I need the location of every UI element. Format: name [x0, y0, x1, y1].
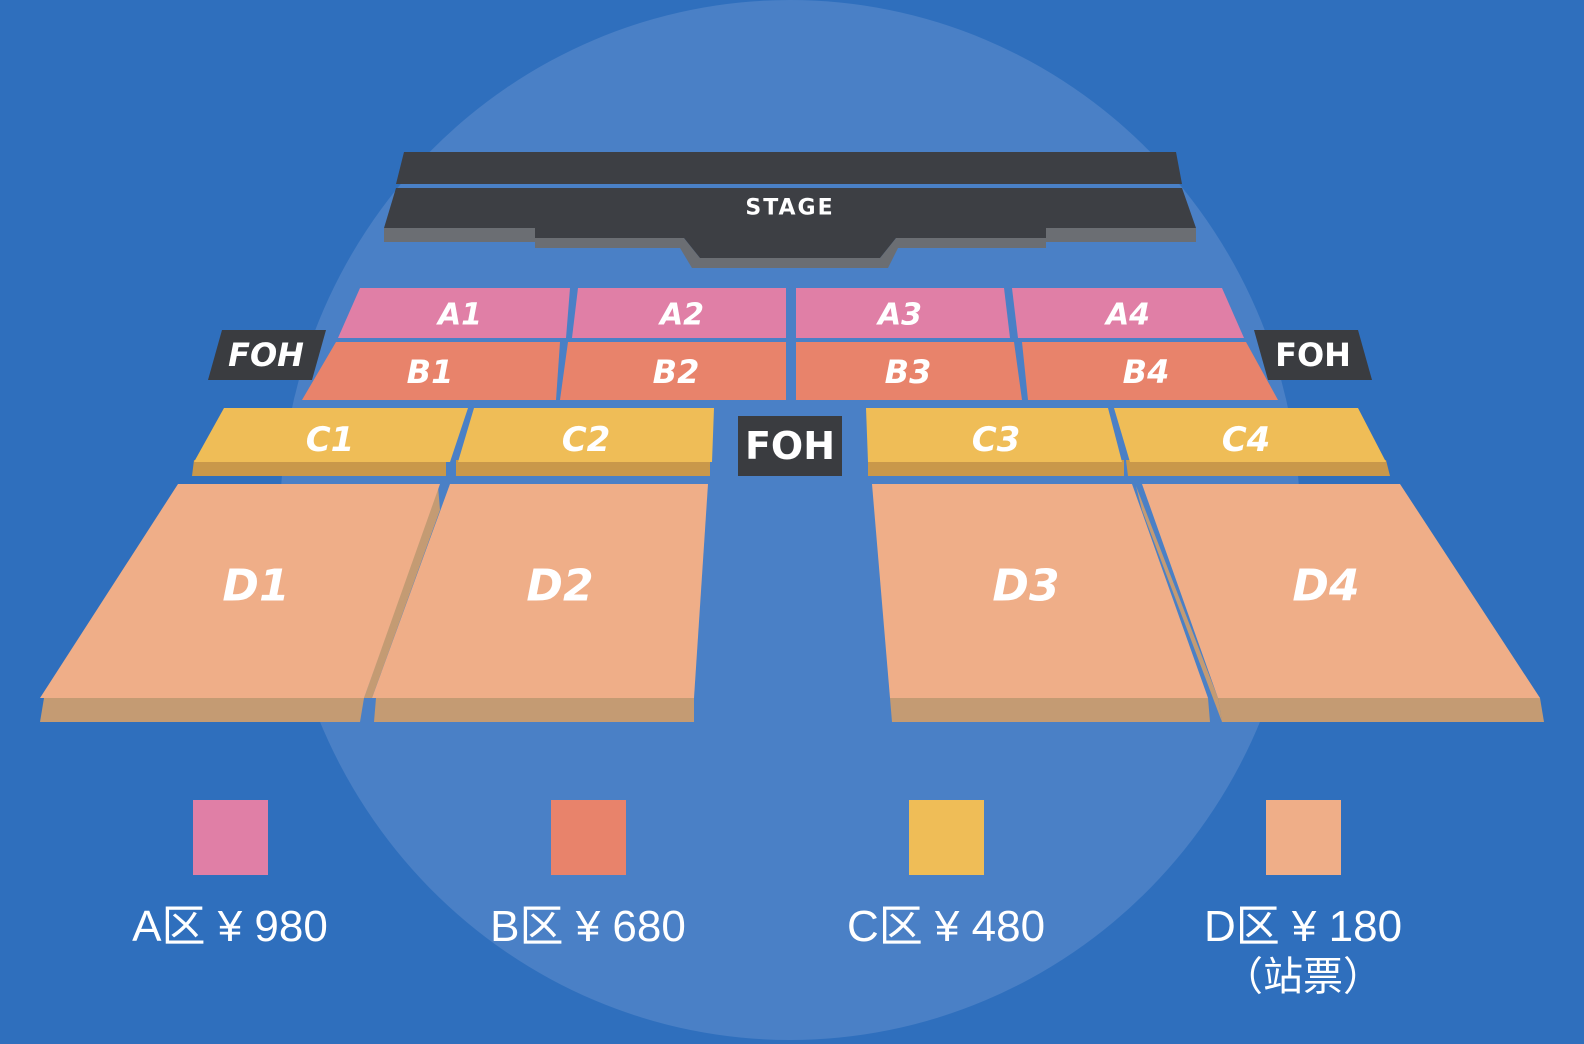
section-a1-label: A1: [436, 298, 482, 333]
foh-left-label: FOH: [228, 336, 304, 374]
section-c1[interactable]: C1: [192, 408, 468, 476]
foh-center: FOH: [738, 416, 842, 476]
section-a3[interactable]: A3: [796, 288, 1010, 338]
section-d3-label: D3: [992, 561, 1059, 612]
section-b3-label: B3: [885, 353, 932, 391]
section-b4-label: B4: [1123, 353, 1170, 391]
section-b2-label: B2: [653, 353, 700, 391]
section-c2[interactable]: C2: [456, 408, 714, 476]
section-c1-label: C1: [306, 420, 355, 460]
section-c3[interactable]: C3: [866, 408, 1124, 476]
section-c3-label: C3: [972, 420, 1021, 460]
foh-center-label: FOH: [745, 424, 835, 468]
section-d1-label: D1: [222, 561, 289, 612]
stage-label: STAGE: [745, 196, 834, 221]
section-b2[interactable]: B2: [560, 342, 786, 400]
section-c4[interactable]: C4: [1114, 408, 1390, 476]
foh-right: FOH: [1254, 330, 1372, 380]
stage: STAGE: [384, 152, 1196, 268]
foh-left: FOH: [208, 330, 326, 380]
section-a2-label: A2: [658, 298, 704, 333]
venue-halo: [280, 0, 1300, 1040]
section-b1-label: B1: [407, 353, 454, 391]
section-d2[interactable]: D2: [372, 484, 708, 722]
section-b4[interactable]: B4: [1022, 342, 1278, 400]
section-d1[interactable]: D1: [40, 484, 440, 722]
foh-right-label: FOH: [1275, 336, 1351, 374]
section-c2-label: C2: [562, 420, 611, 460]
section-d2-label: D2: [526, 561, 593, 612]
section-a4-label: A4: [1104, 298, 1150, 333]
section-b3[interactable]: B3: [796, 342, 1022, 400]
section-a2[interactable]: A2: [572, 288, 786, 338]
section-b1[interactable]: B1: [302, 342, 560, 400]
section-d4-label: D4: [1292, 561, 1359, 612]
section-a4[interactable]: A4: [1012, 288, 1244, 338]
section-a1[interactable]: A1: [338, 288, 570, 338]
section-a3-label: A3: [876, 298, 922, 333]
section-d3[interactable]: D3: [872, 484, 1210, 722]
section-d4[interactable]: D4: [1136, 484, 1544, 722]
section-c4-label: C4: [1222, 420, 1271, 460]
